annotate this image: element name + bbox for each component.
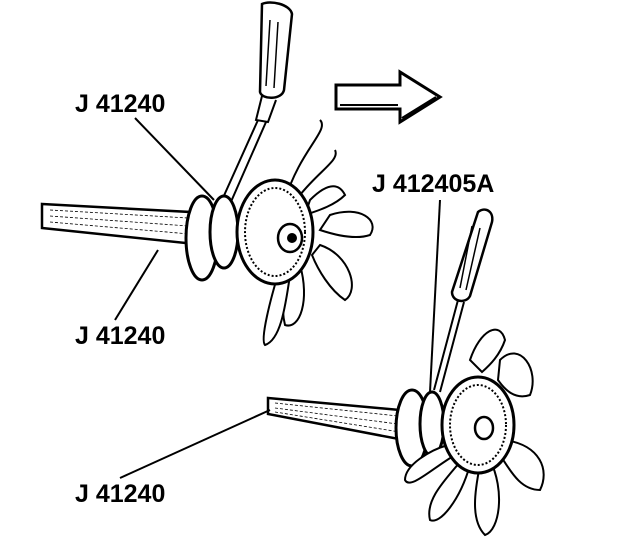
label-tool-middle-left: J 41240: [75, 322, 166, 350]
label-tool-top-left: J 41240: [75, 90, 166, 118]
screwdriver-lower: [433, 208, 494, 393]
tool-shaft-lower: [266, 388, 446, 468]
screwdriver-upper: [221, 1, 294, 205]
leader-lines: [114, 117, 441, 479]
fan-upper: [235, 119, 374, 347]
tool-shaft-upper: [40, 194, 240, 282]
direction-arrow-icon: [334, 69, 443, 125]
label-tool-right: J 412405A: [372, 170, 495, 198]
fan-lower: [403, 328, 545, 537]
label-tool-bottom-left: J 41240: [75, 480, 166, 508]
